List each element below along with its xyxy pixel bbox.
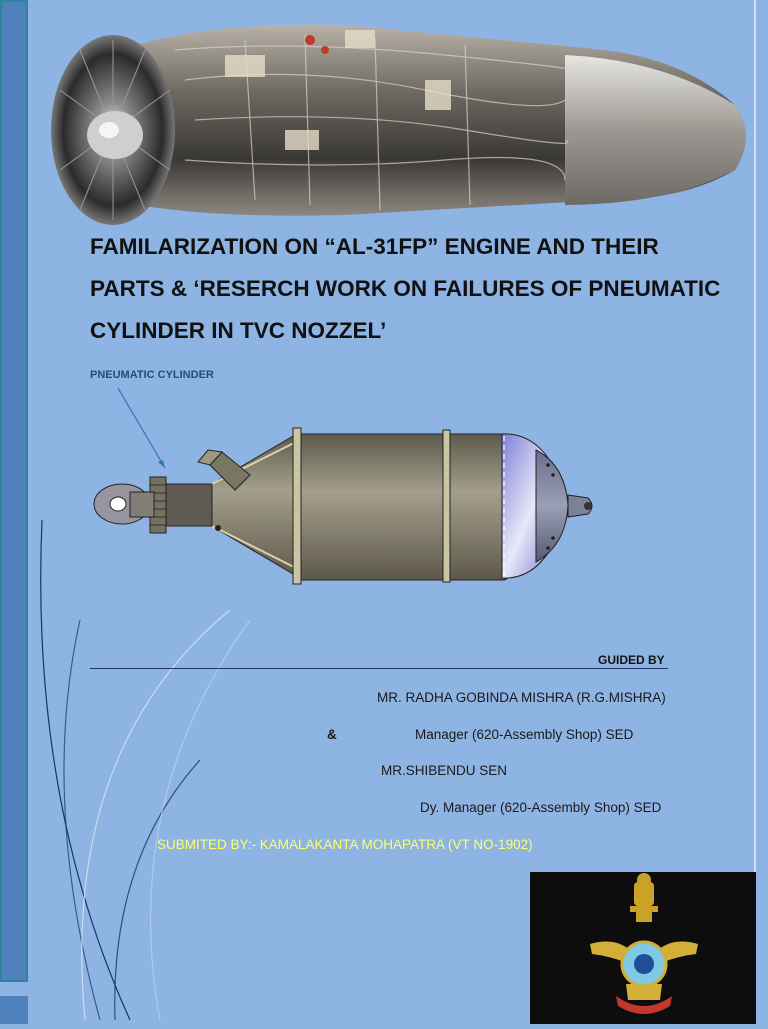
guide2-role: Dy. Manager (620-Assembly Shop) SED (420, 800, 662, 815)
guided-by-heading: GUIDED BY (598, 653, 665, 667)
section-rule (90, 668, 668, 669)
guide1-name: MR. RADHA GOBINDA MISHRA (R.G.MISHRA) (377, 690, 666, 705)
ampersand: & (327, 727, 337, 742)
submitted-by: SUBMITED BY:- KAMALAKANTA MOHAPATRA (VT … (157, 837, 533, 852)
engine-image (51, 24, 746, 225)
right-divider (754, 0, 756, 1024)
pneumatic-cylinder-diagram (93, 387, 593, 585)
page-title: FAMILARIZATION ON “AL-31FP” ENGINE AND T… (90, 234, 721, 343)
guide2-name: MR.SHIBENDU SEN (381, 763, 508, 778)
decorative-swirl (40, 519, 251, 1021)
emblem-panel (530, 872, 756, 1024)
guide1-role: Manager (620-Assembly Shop) SED (415, 727, 634, 742)
figure-callout-label: PNEUMATIC CYLINDER (90, 369, 214, 381)
left-accent-square (0, 996, 28, 1024)
left-accent-bar (0, 0, 28, 982)
air-force-emblem-icon (590, 873, 698, 1014)
